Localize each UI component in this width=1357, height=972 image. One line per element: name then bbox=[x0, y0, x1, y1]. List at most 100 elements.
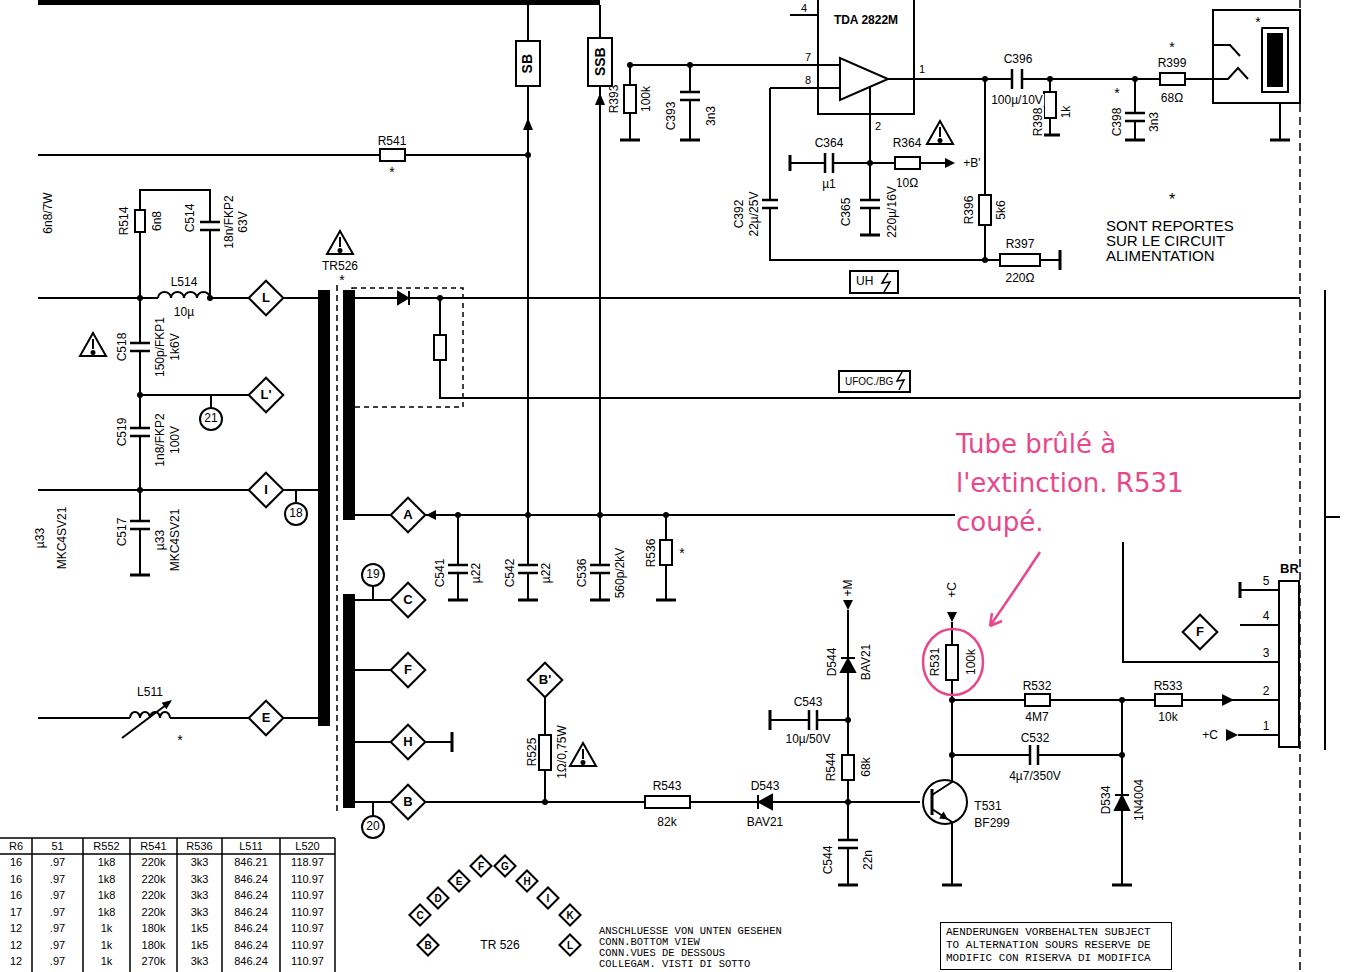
component-label: * bbox=[176, 733, 183, 747]
arrowhead bbox=[939, 812, 948, 820]
pin-number: 1 bbox=[1262, 720, 1271, 732]
warning-symbol bbox=[339, 237, 341, 247]
component-label: D544 bbox=[826, 647, 838, 678]
ground-symbol bbox=[130, 135, 1290, 885]
table-cell: 3k3 bbox=[190, 890, 210, 901]
table-cell: 16 bbox=[9, 857, 23, 868]
node-label: L bbox=[262, 291, 270, 305]
connector-diamond: I bbox=[537, 887, 559, 909]
component-label: R525 bbox=[526, 737, 538, 768]
resistor-symbol bbox=[135, 210, 145, 232]
table-cell: R541 bbox=[139, 841, 167, 852]
component-label: 8 bbox=[804, 75, 812, 86]
callout-number: 19 bbox=[361, 563, 385, 587]
diamond-outline bbox=[528, 663, 563, 698]
component-label: 22n bbox=[862, 849, 874, 871]
node-label: 21 bbox=[204, 412, 217, 425]
note-text: SONT REPORTES SUR LE CIRCUIT ALIMENTATIO… bbox=[1105, 218, 1257, 263]
component-label: R514 bbox=[118, 206, 130, 237]
table-cell: 110.97 bbox=[290, 923, 325, 934]
table-grid bbox=[0, 838, 335, 972]
connector-block: BR bbox=[1278, 580, 1300, 748]
component-label: 5k6 bbox=[995, 199, 1007, 220]
component-label: 10µ bbox=[173, 306, 195, 318]
resistor-symbol bbox=[842, 755, 854, 780]
connector-diamond: D bbox=[427, 887, 449, 909]
table-cell: 220k bbox=[141, 906, 167, 917]
component-label: * bbox=[1168, 192, 1176, 208]
connector-diamond: F bbox=[1182, 614, 1218, 650]
connector-diamond: F bbox=[390, 652, 426, 688]
resistor-symbol bbox=[1155, 694, 1182, 706]
component-label: 1N4004 bbox=[1133, 778, 1145, 822]
table-cell: 846.21 bbox=[233, 857, 269, 868]
warning-symbol bbox=[582, 749, 584, 759]
component-label: R399 bbox=[1157, 57, 1188, 69]
table-grid bbox=[0, 838, 335, 972]
component-label: 1n8/FKP2 bbox=[154, 412, 166, 467]
component-label: 1Ω/0,75W bbox=[556, 724, 568, 780]
table-cell: 1k8 bbox=[97, 857, 117, 868]
connector-diamond: C bbox=[409, 904, 431, 926]
diamond-outline bbox=[559, 904, 580, 925]
component-label: * bbox=[678, 546, 685, 560]
connector-group bbox=[211, 87, 1278, 815]
node-label: E bbox=[262, 711, 271, 725]
component-label: 3n3 bbox=[705, 105, 717, 127]
component-label: R541 bbox=[377, 135, 408, 147]
arrowhead bbox=[947, 612, 957, 622]
junction-dot bbox=[1047, 76, 1053, 82]
voltage-box: UH bbox=[849, 270, 899, 294]
junction-dot bbox=[207, 295, 213, 301]
component-label: D543 bbox=[750, 780, 781, 792]
diamond-outline bbox=[391, 785, 426, 820]
transistor-symbol bbox=[923, 780, 967, 824]
resistor-symbol bbox=[1160, 73, 1185, 85]
junction-dot bbox=[1119, 697, 1125, 703]
junction-dot bbox=[982, 76, 988, 82]
connector-diamond: I bbox=[248, 472, 284, 508]
table-cell: 1k bbox=[100, 956, 114, 967]
component-label: C392 bbox=[733, 199, 745, 230]
resistor-symbol bbox=[895, 157, 920, 169]
table-cell: 3k3 bbox=[190, 873, 210, 884]
pin-number: 4 bbox=[1262, 610, 1271, 622]
arrowhead bbox=[1222, 694, 1234, 706]
component-label: BAV21 bbox=[860, 643, 872, 681]
handwritten-note: Tube brûlé à l'extinction. R531 coupé. bbox=[955, 425, 1207, 542]
component-label: 68Ω bbox=[1160, 92, 1184, 104]
arrowhead bbox=[162, 700, 172, 709]
node-label: A bbox=[403, 508, 412, 522]
junction-dot bbox=[845, 799, 851, 805]
connector-diamond: B bbox=[417, 934, 439, 956]
junction-dot bbox=[1132, 76, 1138, 82]
amplifier-symbol bbox=[840, 58, 888, 100]
pin-number: 3 bbox=[1262, 647, 1271, 659]
connector-diamond: E bbox=[448, 870, 470, 892]
junction-dot bbox=[137, 487, 143, 493]
bus-bar bbox=[38, 0, 600, 5]
component-label: D534 bbox=[1100, 785, 1112, 816]
component-label: µ33 bbox=[34, 527, 46, 549]
wire-connector bbox=[373, 802, 390, 815]
component-label: TR526 bbox=[321, 260, 359, 272]
diamond-outline bbox=[391, 583, 426, 618]
table-cell: R536 bbox=[185, 841, 213, 852]
component-label: T531 bbox=[973, 800, 1002, 812]
table-cell: 1k8 bbox=[97, 906, 117, 917]
table-cell: .97 bbox=[49, 956, 66, 967]
component-label: R533 bbox=[1153, 680, 1184, 692]
junction-dot bbox=[845, 717, 851, 723]
component-label: R532 bbox=[1022, 680, 1053, 692]
node-label: L' bbox=[260, 388, 271, 402]
callout-number: 18 bbox=[284, 502, 308, 526]
component-label: 6n8 bbox=[151, 210, 163, 232]
node-label: F bbox=[404, 663, 412, 677]
wire-connector bbox=[284, 490, 296, 502]
component-label: 4 bbox=[800, 3, 808, 14]
junction-dot bbox=[982, 257, 988, 263]
annotation-mark bbox=[923, 552, 1040, 695]
component-label: C514 bbox=[184, 203, 196, 234]
junction-dot bbox=[137, 392, 143, 398]
table-cell: 1k5 bbox=[190, 923, 210, 934]
